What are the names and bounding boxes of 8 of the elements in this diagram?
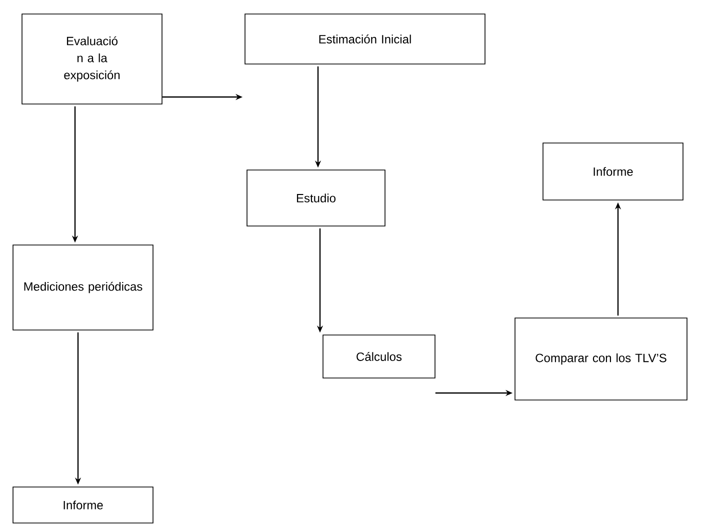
process-box: Evaluació n a la exposición — [22, 14, 162, 104]
process-box: Estudio — [246, 170, 386, 226]
process-box: Comparar con los TLV’S — [514, 318, 688, 400]
process-box: Mediciones periódicas — [12, 244, 154, 330]
process-box: Estimación Inicial — [244, 14, 486, 64]
process-box: Informe — [12, 486, 154, 524]
process-box: Informe — [542, 142, 684, 200]
process-box: Cálculos — [322, 334, 436, 378]
